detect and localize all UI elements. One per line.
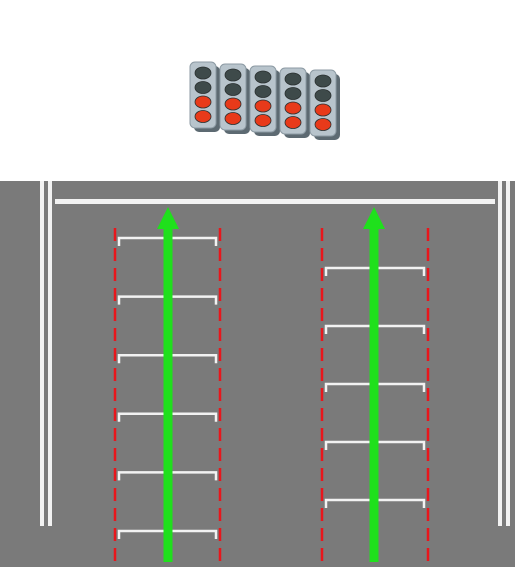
left-lane [113, 207, 222, 562]
red-lamp [284, 101, 302, 115]
traffic-light-housing [219, 63, 247, 131]
dark-lamp [194, 66, 212, 80]
left-edge-line-inner [48, 181, 52, 526]
red-lamp [224, 97, 242, 111]
traffic-light-housing [189, 61, 217, 129]
traffic-light-head [279, 67, 310, 138]
red-lamp [254, 114, 272, 127]
dark-lamp [314, 74, 332, 88]
road-surface [0, 181, 515, 567]
traffic-light-head [189, 61, 220, 132]
right-edge-line-inner [498, 181, 502, 526]
dark-lamp [314, 89, 332, 102]
right-lane [320, 207, 430, 562]
traffic-light-housing [309, 69, 337, 137]
red-lamp [254, 99, 272, 113]
red-lamp [284, 116, 302, 129]
traffic-light-housing [279, 67, 307, 135]
right-edge-line-outer [506, 181, 510, 526]
arrow-up-icon [363, 207, 385, 229]
dark-lamp [284, 72, 302, 86]
red-lamp [314, 118, 332, 131]
arrow-up-icon [157, 207, 179, 229]
traffic-light-housing [249, 65, 277, 133]
red-lamp [224, 112, 242, 125]
arrow-shaft [369, 226, 379, 562]
left-edge-line-outer [40, 181, 44, 526]
lanes [113, 207, 430, 562]
dark-lamp [224, 68, 242, 82]
dark-lamp [194, 81, 212, 94]
traffic-light-array-icon [189, 61, 340, 140]
traffic-light-head [219, 63, 250, 134]
dark-lamp [254, 70, 272, 84]
stop-line [55, 199, 495, 204]
red-lamp [194, 95, 212, 109]
red-lamp [314, 103, 332, 117]
road-edge-lines [40, 181, 510, 526]
red-lamp [194, 110, 212, 123]
traffic-light-head [309, 69, 340, 140]
dark-lamp [224, 83, 242, 96]
dark-lamp [284, 87, 302, 100]
dark-lamp [254, 85, 272, 98]
traffic-light-head [249, 65, 280, 136]
arrow-shaft [163, 226, 173, 562]
